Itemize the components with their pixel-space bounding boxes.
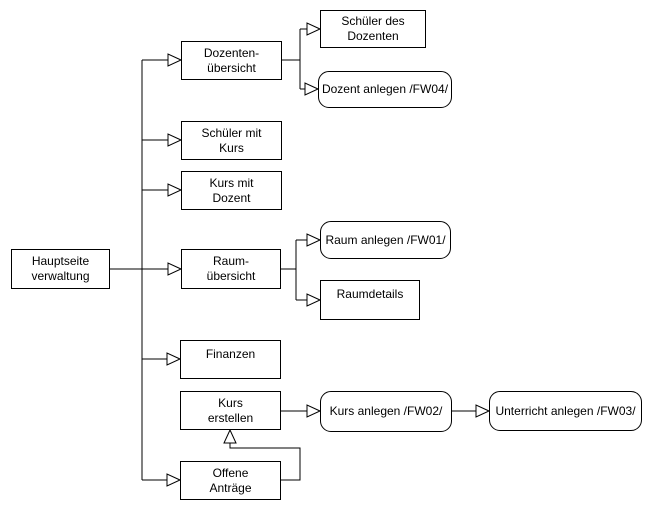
node-label: Kurs erstellen [207, 395, 254, 425]
node-unterricht-anlegen-fw03[interactable]: Unterricht anlegen /FW03/ [489, 391, 642, 431]
node-raum-uebersicht[interactable]: Raum- übersicht [181, 249, 281, 289]
node-label: Unterricht anlegen /FW03/ [495, 403, 636, 418]
node-label: Raum anlegen /FW01/ [325, 232, 446, 247]
edge-to-dozenten-uebersicht [142, 53, 183, 67]
edge-to-kurs-anlegen [281, 404, 322, 418]
node-label: Dozenten- übersicht [203, 45, 260, 75]
edge-to-schueler-mit-kurs [142, 133, 183, 147]
node-label: Dozent anlegen /FW04/ [321, 82, 449, 96]
edge-raum-split [281, 240, 297, 300]
node-raumdetails[interactable]: Raumdetails [320, 280, 420, 320]
node-dozent-anlegen-fw04[interactable]: Dozent anlegen /FW04/ [318, 71, 452, 108]
node-label: Schüler mit Kurs [201, 125, 262, 155]
node-label: Kurs mit Dozent [209, 175, 254, 205]
edge-dozenten-split [282, 29, 301, 89]
node-raum-anlegen-fw01[interactable]: Raum anlegen /FW01/ [320, 221, 451, 259]
edge-to-offene-antraege [142, 473, 182, 487]
edge-to-raum-anlegen [296, 233, 322, 247]
node-kurs-erstellen[interactable]: Kurs erstellen [180, 391, 281, 430]
edge-to-raumdetails [296, 293, 322, 307]
node-schueler-mit-kurs[interactable]: Schüler mit Kurs [181, 121, 282, 160]
node-hauptseite-verwaltung[interactable]: Hauptseite verwaltung [11, 249, 110, 289]
edge-to-raum-uebersicht [142, 262, 183, 276]
node-label: Finanzen [205, 347, 256, 361]
node-kurs-anlegen-fw02[interactable]: Kurs anlegen /FW02/ [320, 391, 452, 432]
edge-to-kurs-mit-dozent [142, 183, 183, 197]
node-label: Hauptseite verwaltung [31, 254, 90, 283]
edge-offene-to-kurs-erstellen [223, 428, 301, 481]
node-offene-antraege[interactable]: Offene Anträge [180, 461, 281, 500]
node-label: Raumdetails [336, 287, 404, 301]
node-label: Schüler des Dozenten [341, 14, 405, 43]
edge-to-schueler-des-dozenten [300, 22, 322, 36]
node-dozenten-uebersicht[interactable]: Dozenten- übersicht [181, 41, 282, 80]
edge-to-dozent-anlegen [300, 82, 320, 96]
node-kurs-mit-dozent[interactable]: Kurs mit Dozent [181, 171, 282, 210]
node-label: Kurs anlegen /FW02/ [329, 404, 443, 418]
node-label: Raum- übersicht [206, 254, 256, 283]
node-schueler-des-dozenten[interactable]: Schüler des Dozenten [320, 10, 426, 48]
node-label: Offene Anträge [209, 465, 252, 495]
node-finanzen[interactable]: Finanzen [180, 340, 281, 379]
edge-to-unterricht-anlegen [452, 404, 491, 418]
edge-to-finanzen [142, 352, 182, 366]
